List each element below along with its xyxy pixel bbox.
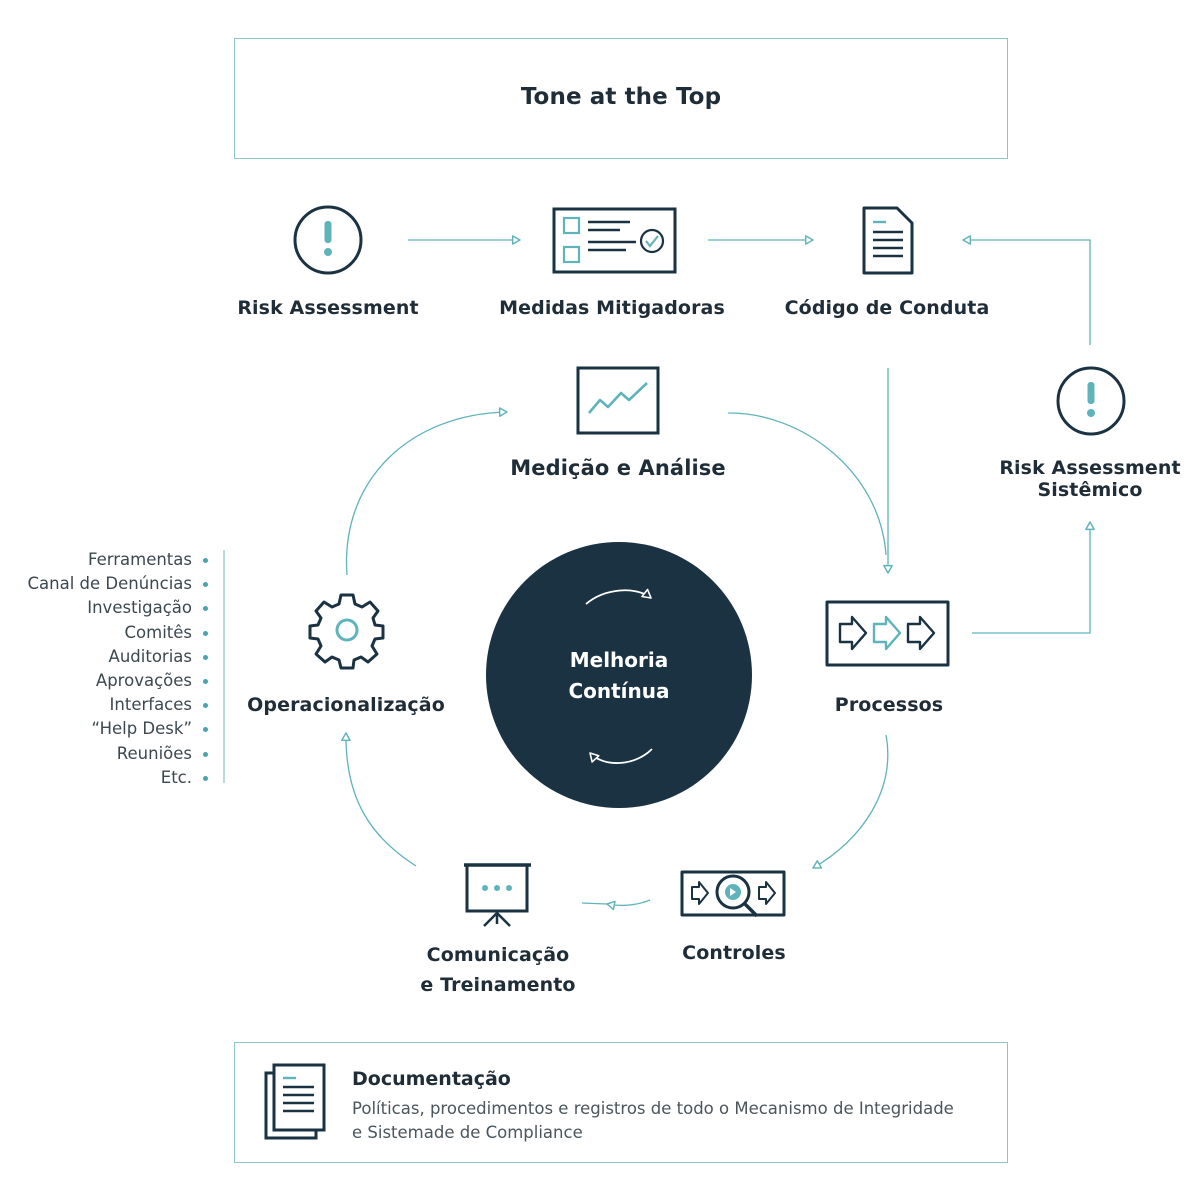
risk-sistemico-label: Risk Assessment Sistêmico — [980, 456, 1200, 500]
tools-item: Interfaces — [28, 693, 209, 717]
documentacao-title: Documentação — [352, 1068, 511, 1090]
tone-at-the-top-box — [234, 38, 1008, 159]
presentation-icon — [464, 863, 531, 927]
tools-list: Ferramentas Canal de Denúncias Investiga… — [28, 548, 209, 790]
document-icon — [862, 206, 914, 275]
tools-item: Ferramentas — [28, 548, 209, 572]
documentacao-desc-line2: e Sistemade de Compliance — [352, 1123, 583, 1142]
arc-comunicacao-to-operacionalizacao — [341, 732, 417, 867]
documents-stack-icon — [264, 1063, 326, 1140]
risk-assessment-label: Risk Assessment — [237, 297, 419, 319]
checklist-icon — [552, 207, 677, 274]
gear-icon — [308, 593, 385, 670]
tools-item: Aprovações — [28, 669, 209, 693]
documentacao-box — [234, 1042, 1008, 1163]
risk-sistemico-line1: Risk Assessment — [999, 457, 1181, 479]
processos-label: Processos — [834, 694, 944, 716]
arc-processos-to-controles — [812, 734, 889, 869]
melhoria-circle — [486, 542, 752, 808]
tools-item: Etc. — [28, 766, 209, 790]
comunicacao-line2: e Treinamento — [420, 974, 576, 996]
comunicacao-label: Comunicação e Treinamento — [388, 940, 608, 1000]
arc-operacionalizacao-to-medicao — [345, 407, 508, 576]
codigo-de-conduta-label: Código de Conduta — [784, 297, 990, 319]
melhoria-line2: Contínua — [568, 679, 670, 703]
cycle-arrow-icon — [585, 588, 652, 605]
medicao-analise-label: Medição e Análise — [510, 456, 726, 480]
arc-controles-to-comunicacao — [606, 899, 651, 911]
controles-label: Controles — [682, 942, 786, 964]
documentacao-description: Políticas, procedimentos e registros de … — [352, 1097, 992, 1145]
alert-icon — [1056, 366, 1126, 436]
documentacao-desc-line1: Políticas, procedimentos e registros de … — [352, 1099, 954, 1118]
medidas-mitigadoras-label: Medidas Mitigadoras — [499, 297, 725, 319]
chart-icon — [576, 366, 660, 435]
operacionalizacao-label: Operacionalização — [247, 694, 445, 716]
arc-controles-tail — [581, 902, 608, 905]
alert-icon — [293, 205, 363, 275]
comunicacao-line1: Comunicação — [426, 944, 570, 966]
arrow-processos-to-sistemico — [972, 521, 1095, 634]
tools-item: Reuniões — [28, 742, 209, 766]
tools-item: Canal de Denúncias — [28, 572, 209, 596]
process-arrows-icon — [825, 600, 950, 667]
melhoria-continua-label: Melhoria Contínua — [519, 645, 719, 707]
tools-item: Comitês — [28, 621, 209, 645]
tools-item: “Help Desk” — [28, 717, 209, 741]
risk-sistemico-line2: Sistêmico — [1037, 479, 1143, 501]
arc-medicao-to-processos — [727, 412, 887, 556]
tools-item: Investigação — [28, 596, 209, 620]
cycle-arrow-icon — [589, 748, 653, 764]
magnifier-arrows-icon — [680, 870, 786, 918]
melhoria-line1: Melhoria — [569, 648, 669, 672]
tools-item: Auditorias — [28, 645, 209, 669]
tone-at-the-top-title: Tone at the Top — [520, 84, 722, 110]
arrow-sistemico-to-codigo — [962, 235, 1091, 345]
